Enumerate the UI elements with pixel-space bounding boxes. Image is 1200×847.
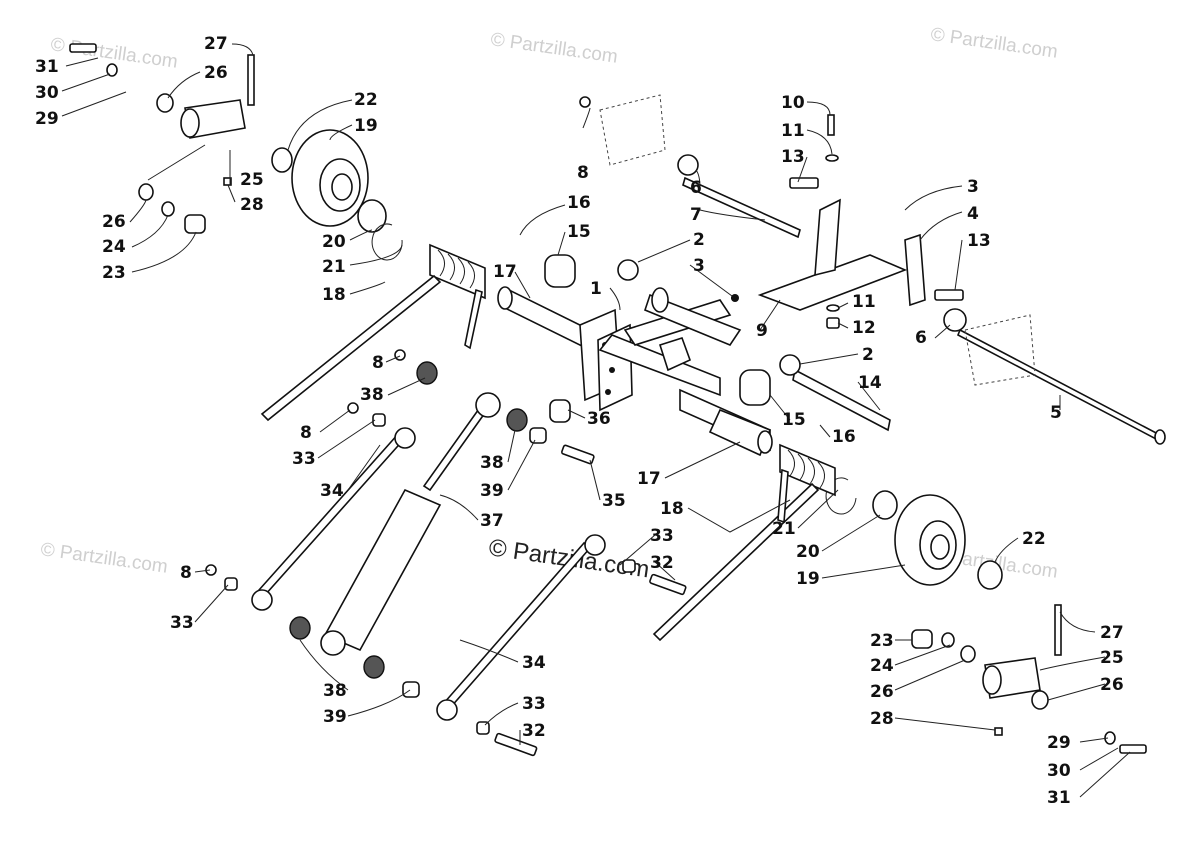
callout-8: 8 [372, 353, 384, 373]
callout-28: 28 [240, 195, 264, 215]
callout-4: 4 [967, 204, 979, 224]
torsion-spring-left [260, 243, 486, 422]
pivot-arm-right [911, 604, 1147, 754]
callout-34: 34 [522, 653, 546, 673]
callout-19: 19 [796, 569, 820, 589]
callout-5: 5 [1050, 403, 1062, 423]
callout-27: 27 [1100, 623, 1124, 643]
callout-22: 22 [1022, 529, 1046, 549]
callout-13: 13 [781, 147, 805, 167]
shaft-7 [682, 176, 801, 239]
callout-33: 33 [522, 694, 546, 714]
callout-26: 26 [1100, 675, 1124, 695]
callout-26: 26 [870, 682, 894, 702]
frame-fragment-right [964, 314, 1036, 386]
callout-21: 21 [322, 257, 346, 277]
callout-39: 39 [323, 707, 347, 727]
watermark-top-middle: © Partzilla.com [489, 29, 619, 68]
callout-34: 34 [320, 481, 344, 501]
callout-36: 36 [587, 409, 611, 429]
callout-8: 8 [577, 163, 589, 183]
callout-29: 29 [35, 109, 59, 129]
callout-26: 26 [102, 212, 126, 232]
callout-38: 38 [360, 385, 384, 405]
callout-16: 16 [567, 193, 591, 213]
callout-11: 11 [852, 292, 876, 312]
callout-3: 3 [693, 256, 705, 276]
callout-24: 24 [870, 656, 894, 676]
parts-artwork [69, 43, 1166, 757]
callout-23: 23 [870, 631, 894, 651]
torsion-spring-right [652, 443, 836, 642]
callout-17: 17 [493, 262, 517, 282]
watermark-left-middle: © Partzilla.com [39, 539, 169, 578]
callout-20: 20 [796, 542, 820, 562]
callout-19: 19 [354, 116, 378, 136]
rear-arm [731, 198, 926, 311]
callout-25: 25 [1100, 648, 1124, 668]
callout-8: 8 [300, 423, 312, 443]
callout-32: 32 [522, 721, 546, 741]
main-frame-bracket [579, 287, 742, 412]
cross-shaft-right [679, 388, 773, 457]
callout-31: 31 [35, 57, 59, 77]
callout-7: 7 [690, 205, 702, 225]
callout-38: 38 [480, 453, 504, 473]
control-rod-right [442, 541, 592, 710]
callout-28: 28 [870, 709, 894, 729]
idler-wheel-right [825, 477, 1003, 590]
callout-13: 13 [967, 231, 991, 251]
callout-2: 2 [693, 230, 705, 250]
callout-32: 32 [650, 553, 674, 573]
callout-9: 9 [756, 321, 768, 341]
watermark-top-right: © Partzilla.com [929, 24, 1059, 63]
shaft-5 [956, 328, 1162, 442]
callout-21: 21 [772, 519, 796, 539]
callout-15: 15 [782, 410, 806, 430]
callout-10: 10 [781, 93, 805, 113]
shock-absorber [320, 392, 501, 656]
pivot-arm-left [69, 43, 255, 234]
callout-33: 33 [650, 526, 674, 546]
callout-33: 33 [292, 449, 316, 469]
callout-1: 1 [590, 279, 602, 299]
callout-6: 6 [915, 328, 927, 348]
callout-30: 30 [1047, 761, 1071, 781]
idler-wheel-left [271, 129, 403, 261]
callout-12: 12 [852, 318, 876, 338]
callout-30: 30 [35, 83, 59, 103]
callout-38: 38 [323, 681, 347, 701]
leader-lines [61, 43, 1131, 798]
callout-11: 11 [781, 121, 805, 141]
frame-fragment-top [599, 94, 666, 166]
callout-27: 27 [204, 34, 228, 54]
callout-3: 3 [967, 177, 979, 197]
callout-39: 39 [480, 481, 504, 501]
callout-25: 25 [240, 170, 264, 190]
callout-24: 24 [102, 237, 126, 257]
callout-17: 17 [637, 469, 661, 489]
callout-22: 22 [354, 90, 378, 110]
callout-2: 2 [862, 345, 874, 365]
callout-37: 37 [480, 511, 504, 531]
callout-31: 31 [1047, 788, 1071, 808]
callout-labels: 31 30 29 27 26 22 19 25 28 26 24 23 20 2… [35, 34, 1124, 808]
callout-8: 8 [180, 563, 192, 583]
callout-26: 26 [204, 63, 228, 83]
shaft-14 [792, 368, 891, 432]
callout-29: 29 [1047, 733, 1071, 753]
callout-35: 35 [602, 491, 626, 511]
callout-16: 16 [832, 427, 856, 447]
callout-18: 18 [660, 499, 684, 519]
callout-14: 14 [858, 373, 882, 393]
callout-23: 23 [102, 263, 126, 283]
callout-20: 20 [322, 232, 346, 252]
callout-33: 33 [170, 613, 194, 633]
callout-15: 15 [567, 222, 591, 242]
callout-6: 6 [690, 178, 702, 198]
callout-18: 18 [322, 285, 346, 305]
cross-shaft-left [497, 286, 591, 352]
